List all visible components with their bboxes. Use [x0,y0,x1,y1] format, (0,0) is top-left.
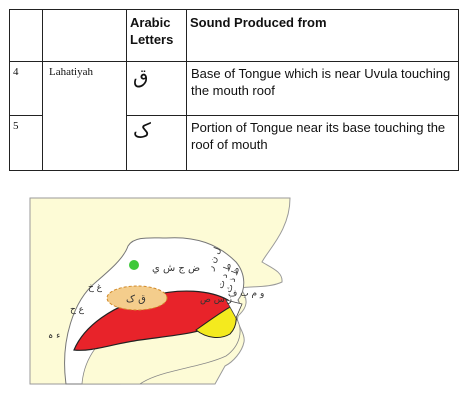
articulation-name [42,115,127,171]
articulation-table: Arabic Letters Sound Produced from 4 Lah… [9,9,459,171]
header-arabic-letters: Arabic Letters [126,9,187,62]
table-row: 5 ک Portion of Tongue near its base touc… [9,115,459,171]
label-palate: ض ج ش ي [152,263,200,274]
uvula-dot [129,260,139,270]
table-row: 4 Lahatiyah ق Base of Tongue which is ne… [9,61,459,116]
header-sound-produced: Sound Produced from [186,9,459,62]
upper-teeth [225,299,243,319]
tongue-tip [195,305,237,338]
label-throat-2: ع ح [70,305,85,315]
label-throat-1: غ خ [88,283,103,293]
header-number [9,9,43,62]
arabic-letter: ک [126,115,187,171]
articulation-name: Lahatiyah [42,61,127,116]
label-highlight: ق ک [126,294,146,305]
sound-description: Portion of Tongue near its base touching… [186,115,459,171]
highlight-region [106,285,168,311]
label-throat-3: ء ہ [48,331,60,341]
label-lower: ز س ص [200,295,232,305]
label-lip: و م ب ف [228,289,264,299]
sound-description: Base of Tongue which is near Uvula touch… [186,61,459,116]
